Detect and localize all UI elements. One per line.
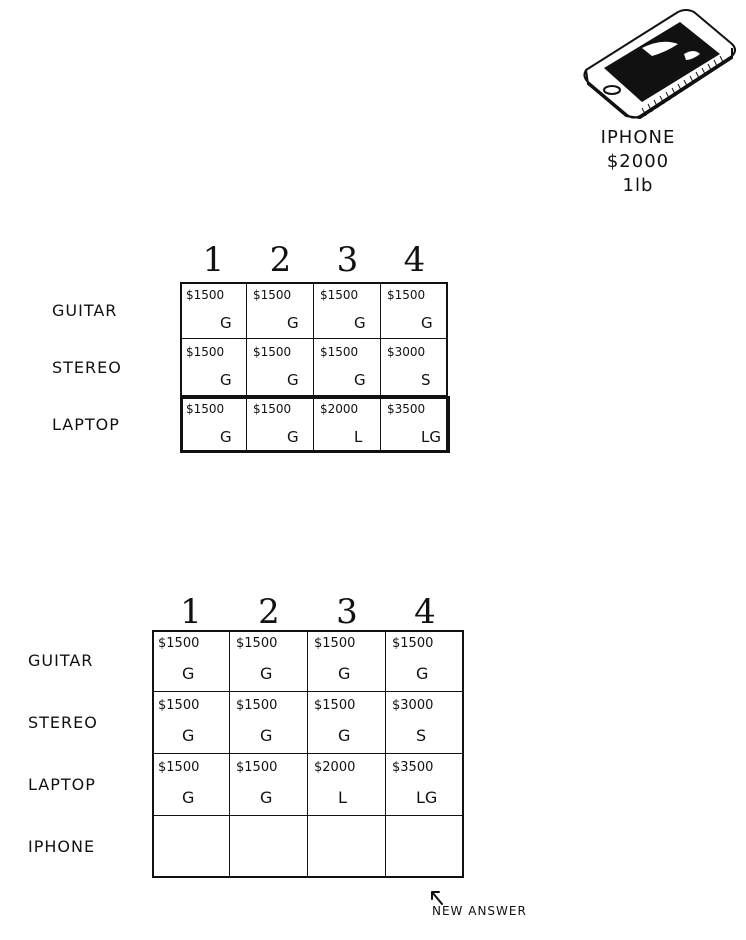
column-header: 3	[336, 240, 359, 280]
cell-price: $1500	[186, 345, 225, 359]
cell-item: S	[416, 726, 427, 745]
cell-item: G	[287, 371, 299, 389]
cell-item: G	[220, 314, 232, 332]
cell-price: $1500	[236, 636, 278, 651]
row-label: LAPTOP	[28, 775, 96, 794]
grid-cell	[386, 816, 464, 878]
grid-cell	[180, 282, 247, 339]
cell-price: $1500	[158, 760, 200, 775]
grid-cell	[152, 816, 230, 878]
grid-cell	[308, 754, 386, 816]
new-answer-annotation: NEW ANSWER	[432, 904, 527, 918]
row-label: STEREO	[28, 713, 98, 732]
highlighted-row-frame	[180, 396, 450, 453]
cell-price: $1500	[186, 402, 225, 416]
grid-cell	[247, 339, 314, 396]
grid-cell	[230, 630, 308, 692]
cell-price: $1500	[253, 402, 292, 416]
cell-item: G	[182, 664, 195, 683]
grid-cell	[152, 754, 230, 816]
row-label: GUITAR	[52, 300, 118, 320]
cell-item: G	[421, 314, 433, 332]
grid-frame	[152, 630, 464, 878]
grid-cell	[247, 282, 314, 339]
cell-price: $1500	[158, 698, 200, 713]
cell-price: $2000	[314, 760, 356, 775]
cell-item: G	[287, 314, 299, 332]
column-header: 3	[336, 592, 358, 632]
cell-price: $1500	[158, 636, 200, 651]
cell-price: $3000	[387, 345, 426, 359]
cell-price: $1500	[320, 345, 359, 359]
cell-item: LG	[416, 788, 438, 807]
row-label: STEREO	[52, 357, 122, 377]
column-header: 1	[202, 240, 225, 280]
column-header: 2	[269, 240, 292, 280]
cell-price: $1500	[320, 288, 359, 302]
cell-item: LG	[421, 428, 441, 446]
cell-item: L	[338, 788, 347, 807]
cell-price: $1500	[314, 698, 356, 713]
cell-price: $1500	[236, 760, 278, 775]
cell-item: S	[421, 371, 431, 389]
cell-price: $1500	[253, 345, 292, 359]
cell-item: G	[220, 428, 232, 446]
cell-price: $3500	[387, 402, 426, 416]
column-header: 2	[258, 592, 280, 632]
cell-price: $1500	[392, 636, 434, 651]
cell-price: $1500	[236, 698, 278, 713]
grid-cell	[230, 754, 308, 816]
cell-item: G	[182, 788, 195, 807]
cell-item: G	[338, 664, 351, 683]
row-label: GUITAR	[28, 651, 94, 670]
cell-item: G	[220, 371, 232, 389]
cell-item: G	[260, 664, 273, 683]
iphone-label: IPHONE $2000 1lb	[590, 126, 686, 198]
cell-price: $3500	[392, 760, 434, 775]
grid-cell	[308, 816, 386, 878]
cell-price: $1500	[186, 288, 225, 302]
grid-cell	[230, 692, 308, 754]
grid-cell	[247, 396, 314, 453]
cell-price: $2000	[320, 402, 359, 416]
grid-cell	[180, 396, 247, 453]
column-header: 4	[414, 592, 436, 632]
grid-cell	[314, 396, 381, 453]
row-label: LAPTOP	[52, 414, 120, 434]
cell-item: G	[338, 726, 351, 745]
cell-item: G	[354, 314, 366, 332]
cell-item: L	[354, 428, 363, 446]
cell-item: G	[416, 664, 429, 683]
column-header: 1	[180, 592, 202, 632]
grid-cell	[314, 339, 381, 396]
grid-cell	[230, 816, 308, 878]
grid-cell	[386, 630, 464, 692]
cell-price: $1500	[253, 288, 292, 302]
grid-cell	[314, 282, 381, 339]
iphone-price: $2000	[606, 151, 670, 172]
cell-item: G	[182, 726, 195, 745]
row-label: IPHONE	[28, 837, 96, 856]
cell-item: G	[354, 371, 366, 389]
arrow-icon	[431, 891, 443, 905]
grid-cell	[381, 339, 448, 396]
cell-item: G	[260, 726, 273, 745]
grid-cell	[180, 339, 247, 396]
iphone-weight: 1lb	[622, 175, 654, 196]
cell-price: $1500	[387, 288, 426, 302]
column-header: 4	[403, 240, 426, 280]
grid-cell	[152, 692, 230, 754]
cell-item: G	[260, 788, 273, 807]
grid-cell	[152, 630, 230, 692]
grid-cell	[386, 754, 464, 816]
grid-cell	[381, 282, 448, 339]
grid-cell	[308, 630, 386, 692]
iphone-illustration	[583, 9, 736, 119]
grid-cell	[386, 692, 464, 754]
grid-cell	[308, 692, 386, 754]
cell-price: $1500	[314, 636, 356, 651]
iphone-name: IPHONE	[600, 127, 676, 148]
cell-price: $3000	[392, 698, 434, 713]
cell-item: G	[287, 428, 299, 446]
